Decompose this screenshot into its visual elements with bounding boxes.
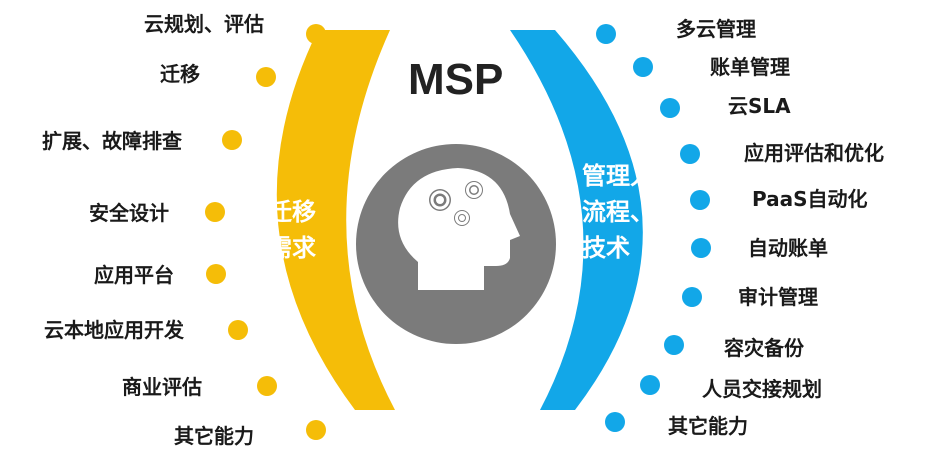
left-arc-label: 迁移 需求 xyxy=(268,198,316,262)
right-arc-label: 管理人 流程、 技术 xyxy=(582,162,654,262)
head-with-gears-icon xyxy=(398,168,520,290)
left-item-dot xyxy=(306,420,326,440)
left-item-dot xyxy=(205,202,225,222)
right-item-label: 自动账单 xyxy=(748,236,828,260)
right-item-label: 人员交接规划 xyxy=(702,377,822,401)
right-item-dot xyxy=(664,335,684,355)
left-item-dot xyxy=(228,320,248,340)
diagram-title: MSP xyxy=(408,55,504,104)
left-item-dot xyxy=(256,67,276,87)
left-item-label: 云本地应用开发 xyxy=(44,318,184,342)
right-item-dot xyxy=(680,144,700,164)
left-item-dot xyxy=(222,130,242,150)
right-item-dot xyxy=(682,287,702,307)
left-item-label: 安全设计 xyxy=(89,201,169,225)
right-item-label: 云SLA xyxy=(728,94,791,118)
right-item-dot xyxy=(605,412,625,432)
left-item-label: 应用平台 xyxy=(94,263,174,287)
left-item-label: 商业评估 xyxy=(122,375,202,399)
right-item-label: 其它能力 xyxy=(668,414,748,438)
left-item-dot xyxy=(206,264,226,284)
left-item-label: 扩展、故障排查 xyxy=(42,129,182,153)
right-item-label: 多云管理 xyxy=(676,17,756,41)
right-item-label: PaaS自动化 xyxy=(752,187,868,211)
right-item-label: 审计管理 xyxy=(738,285,818,309)
right-arc xyxy=(510,30,643,410)
left-item-dot xyxy=(257,376,277,396)
right-item-dot xyxy=(633,57,653,77)
right-item-dot xyxy=(596,24,616,44)
left-item-dot xyxy=(306,24,326,44)
left-arc xyxy=(276,30,395,410)
right-item-label: 账单管理 xyxy=(710,55,790,79)
left-item-label: 云规划、评估 xyxy=(144,12,264,36)
right-item-dot xyxy=(640,375,660,395)
right-item-dot xyxy=(690,190,710,210)
right-item-label: 容灾备份 xyxy=(724,336,804,360)
right-item-dot xyxy=(660,98,680,118)
left-item-label: 迁移 xyxy=(160,62,200,86)
right-item-label: 应用评估和优化 xyxy=(744,141,884,165)
left-item-label: 其它能力 xyxy=(174,424,254,448)
right-item-dot xyxy=(691,238,711,258)
